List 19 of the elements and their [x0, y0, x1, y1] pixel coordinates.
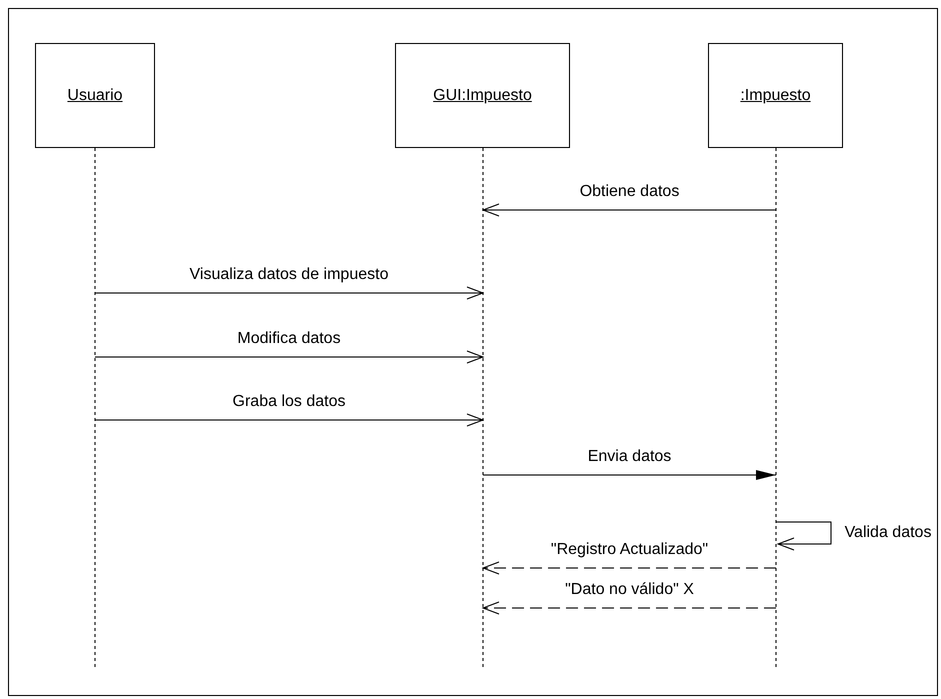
participant-name: GUI:Impuesto: [433, 86, 532, 104]
message-label: Modifica datos: [237, 330, 341, 348]
message-arrow: [482, 562, 776, 574]
message-label: Graba los datos: [232, 393, 346, 411]
message-label: Obtiene datos: [580, 183, 680, 201]
message-label: Visualiza datos de impuesto: [190, 266, 388, 284]
participant-name: :Impuesto: [740, 86, 811, 104]
message-label: "Registro Actualizado": [550, 541, 708, 559]
message-label: Envia datos: [588, 448, 672, 466]
participant-name: Usuario: [67, 86, 123, 104]
message-arrow: [482, 204, 776, 216]
message-arrow: [94, 350, 484, 364]
message-label: "Dato no válido" X: [565, 581, 694, 599]
message-arrow: [482, 470, 776, 480]
message-arrow: [94, 414, 484, 426]
message-label: Valida datos: [844, 524, 932, 542]
message-arrow: [94, 286, 484, 300]
message-arrow: [482, 602, 776, 614]
message-arrow: [776, 522, 832, 550]
